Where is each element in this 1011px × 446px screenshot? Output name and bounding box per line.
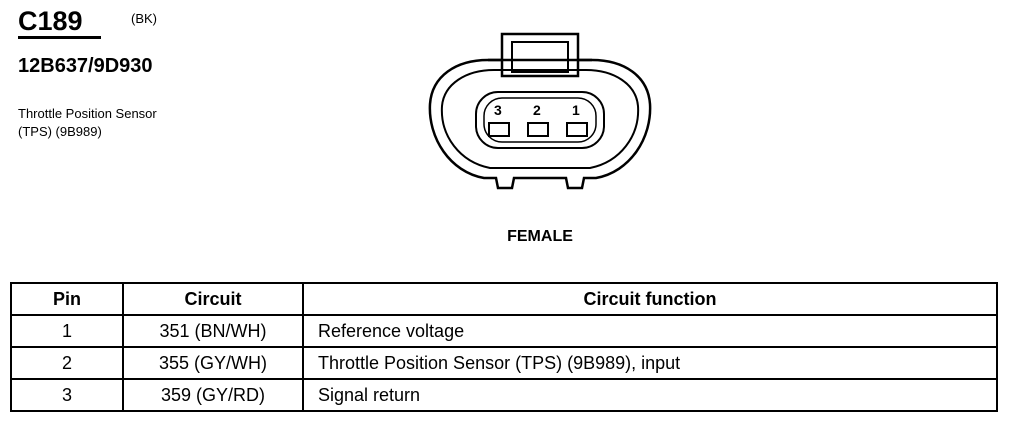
pin-number-label: 1 <box>572 102 580 118</box>
pin-terminal <box>566 122 588 137</box>
table-row: 1 351 (BN/WH) Reference voltage <box>10 314 998 348</box>
pin-number-label: 3 <box>494 102 502 118</box>
pin-terminal <box>488 122 510 137</box>
function-cell: Signal return <box>302 378 998 412</box>
circuit-cell: 351 (BN/WH) <box>122 314 304 348</box>
connector-housing-inner-outline <box>440 69 640 169</box>
pin-number-label: 2 <box>533 102 541 118</box>
component-description-line1: Throttle Position Sensor <box>18 106 157 121</box>
header-circuit: Circuit <box>122 282 304 316</box>
connector-gender-label: FEMALE <box>507 228 573 245</box>
circuit-cell: 355 (GY/WH) <box>122 346 304 380</box>
connector-id: C189 <box>18 6 101 39</box>
pin-cell: 1 <box>10 314 124 348</box>
table-row: 3 359 (GY/RD) Signal return <box>10 378 998 412</box>
pin-terminal <box>527 122 549 137</box>
table-row: 2 355 (GY/WH) Throttle Position Sensor (… <box>10 346 998 380</box>
pin-cell: 3 <box>10 378 124 412</box>
table-header-row: Pin Circuit Circuit function <box>10 282 998 316</box>
header-circuit-function: Circuit function <box>302 282 998 316</box>
pin-cavity-area <box>475 91 605 149</box>
header-pin: Pin <box>10 282 124 316</box>
connector-face-diagram: 3 2 1 <box>428 32 652 190</box>
component-description-line2: (TPS) (9B989) <box>18 124 102 139</box>
locking-tab-inner <box>511 41 569 73</box>
connector-color-code: (BK) <box>131 11 157 26</box>
connector-housing-outline <box>428 58 652 190</box>
function-cell: Reference voltage <box>302 314 998 348</box>
circuit-cell: 359 (GY/RD) <box>122 378 304 412</box>
pin-cell: 2 <box>10 346 124 380</box>
locking-tab <box>500 32 580 78</box>
function-cell: Throttle Position Sensor (TPS) (9B989), … <box>302 346 998 380</box>
pinout-table: Pin Circuit Circuit function 1 351 (BN/W… <box>10 282 998 412</box>
part-number: 12B637/9D930 <box>18 55 153 77</box>
